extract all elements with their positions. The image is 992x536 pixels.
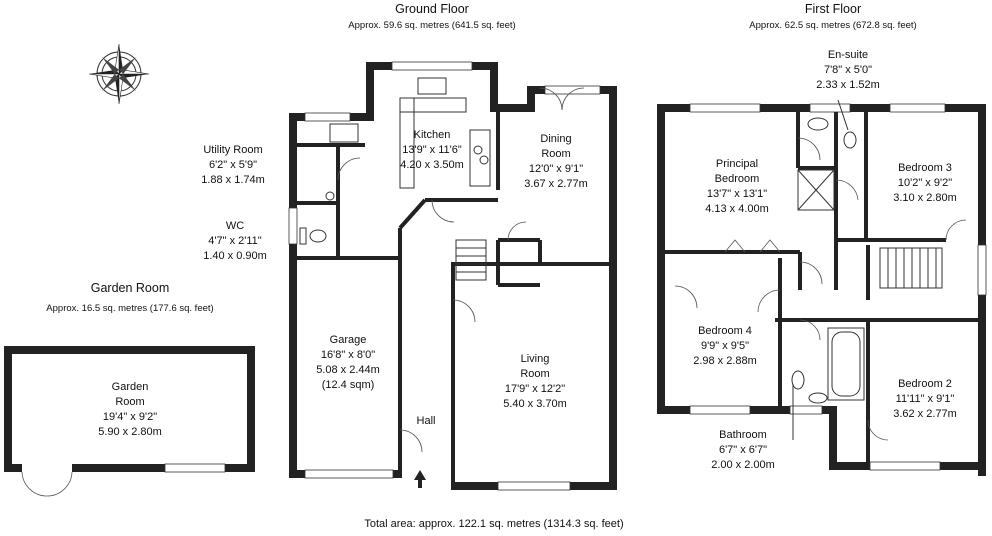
ground-floor-plan — [288, 61, 617, 491]
svg-text:2.33 x 1.52m: 2.33 x 1.52m — [816, 79, 880, 91]
svg-text:Dining: Dining — [540, 133, 571, 145]
svg-text:Living: Living — [521, 353, 550, 365]
svg-text:Bathroom: Bathroom — [719, 429, 767, 441]
svg-text:Bedroom: Bedroom — [715, 173, 760, 185]
room-label-living: Living Room 17'9" x 12'2" 5.40 x 3.70m — [503, 353, 567, 410]
svg-text:3.10 x 2.80m: 3.10 x 2.80m — [893, 192, 957, 204]
svg-text:Bedroom 2: Bedroom 2 — [898, 378, 952, 390]
svg-text:Garage: Garage — [330, 334, 367, 346]
svg-text:4.20 x 3.50m: 4.20 x 3.50m — [400, 159, 464, 171]
room-label-garden-room: Garden Room 19'4" x 9'2" 5.90 x 2.80m — [98, 381, 162, 438]
first-floor-plan — [657, 99, 987, 476]
entrance-arrow-icon — [414, 470, 426, 488]
svg-text:Principal: Principal — [716, 158, 758, 170]
garden-room-plan — [4, 346, 255, 497]
compass-rose-icon — [88, 43, 150, 105]
svg-text:1.40 x 0.90m: 1.40 x 0.90m — [203, 250, 267, 262]
room-label-bathroom: Bathroom 6'7" x 6'7" 2.00 x 2.00m — [711, 429, 775, 471]
svg-text:1.88 x 1.74m: 1.88 x 1.74m — [201, 174, 265, 186]
svg-text:Utility Room: Utility Room — [203, 144, 262, 156]
svg-text:4'7" x 2'11": 4'7" x 2'11" — [208, 235, 261, 247]
svg-text:19'4" x 9'2": 19'4" x 9'2" — [103, 411, 157, 423]
room-label-dining: Dining Room 12'0" x 9'1" 3.67 x 2.77m — [524, 133, 588, 190]
svg-text:11'11" x 9'1": 11'11" x 9'1" — [896, 393, 955, 405]
svg-text:Kitchen: Kitchen — [414, 129, 451, 141]
room-label-hall: Hall — [417, 415, 436, 427]
svg-text:10'2" x 9'2": 10'2" x 9'2" — [898, 177, 952, 189]
ground-floor-title: Ground Floor — [395, 2, 469, 16]
room-label-garage: Garage 16'8" x 8'0" 5.08 x 2.44m (12.4 s… — [316, 334, 380, 391]
room-label-utility: Utility Room 6'2" x 5'9" 1.88 x 1.74m — [201, 144, 265, 186]
svg-text:Bedroom 3: Bedroom 3 — [898, 162, 952, 174]
garden-room-title: Garden Room — [91, 281, 170, 295]
room-label-ensuite: En-suite 7'8" x 5'0" 2.33 x 1.52m — [816, 49, 880, 91]
svg-text:En-suite: En-suite — [828, 49, 868, 61]
svg-text:6'7" x 6'7": 6'7" x 6'7" — [719, 444, 767, 456]
first-floor-area: Approx. 62.5 sq. metres (672.8 sq. feet) — [749, 20, 916, 31]
svg-text:5.08 x 2.44m: 5.08 x 2.44m — [316, 364, 380, 376]
svg-text:5.40 x 3.70m: 5.40 x 3.70m — [503, 398, 567, 410]
ground-floor-area: Approx. 59.6 sq. metres (641.5 sq. feet) — [348, 20, 515, 31]
svg-text:3.62 x 2.77m: 3.62 x 2.77m — [893, 408, 957, 420]
first-floor-title: First Floor — [805, 2, 861, 16]
svg-text:6'2" x 5'9": 6'2" x 5'9" — [209, 159, 257, 171]
svg-text:17'9" x 12'2": 17'9" x 12'2" — [505, 383, 565, 395]
svg-text:3.67 x 2.77m: 3.67 x 2.77m — [524, 178, 588, 190]
room-label-wc: WC 4'7" x 2'11" 1.40 x 0.90m — [203, 220, 267, 262]
svg-text:5.90 x 2.80m: 5.90 x 2.80m — [98, 426, 162, 438]
svg-text:(12.4 sqm): (12.4 sqm) — [322, 379, 375, 391]
svg-text:13'7" x 13'1": 13'7" x 13'1" — [707, 188, 767, 200]
svg-text:Room: Room — [115, 396, 144, 408]
svg-text:WC: WC — [226, 220, 244, 232]
svg-text:16'8" x 8'0": 16'8" x 8'0" — [321, 349, 375, 361]
room-label-kitchen: Kitchen 13'9" x 11'6" 4.20 x 3.50m — [400, 129, 464, 171]
room-label-bedroom-4: Bedroom 4 9'9" x 9'5" 2.98 x 2.88m — [693, 325, 757, 367]
svg-text:2.00 x 2.00m: 2.00 x 2.00m — [711, 459, 775, 471]
svg-text:Room: Room — [520, 368, 549, 380]
room-label-bedroom-3: Bedroom 3 10'2" x 9'2" 3.10 x 2.80m — [893, 162, 957, 204]
room-label-bedroom-2: Bedroom 2 11'11" x 9'1" 3.62 x 2.77m — [893, 378, 957, 420]
svg-text:Bedroom 4: Bedroom 4 — [698, 325, 752, 337]
svg-text:13'9" x 11'6": 13'9" x 11'6" — [402, 144, 462, 156]
total-area: Total area: approx. 122.1 sq. metres (13… — [364, 518, 623, 530]
svg-text:Garden: Garden — [112, 381, 149, 393]
room-label-principal-bedroom: Principal Bedroom 13'7" x 13'1" 4.13 x 4… — [705, 158, 769, 215]
svg-text:12'0" x 9'1": 12'0" x 9'1" — [529, 163, 583, 175]
garden-room-area: Approx. 16.5 sq. metres (177.6 sq. feet) — [46, 303, 213, 314]
svg-text:Hall: Hall — [417, 415, 436, 427]
svg-text:4.13 x 4.00m: 4.13 x 4.00m — [705, 203, 769, 215]
svg-text:2.98 x 2.88m: 2.98 x 2.88m — [693, 355, 757, 367]
svg-text:7'8" x 5'0": 7'8" x 5'0" — [824, 64, 872, 76]
svg-text:9'9" x 9'5": 9'9" x 9'5" — [701, 340, 749, 352]
svg-text:Room: Room — [541, 148, 570, 160]
